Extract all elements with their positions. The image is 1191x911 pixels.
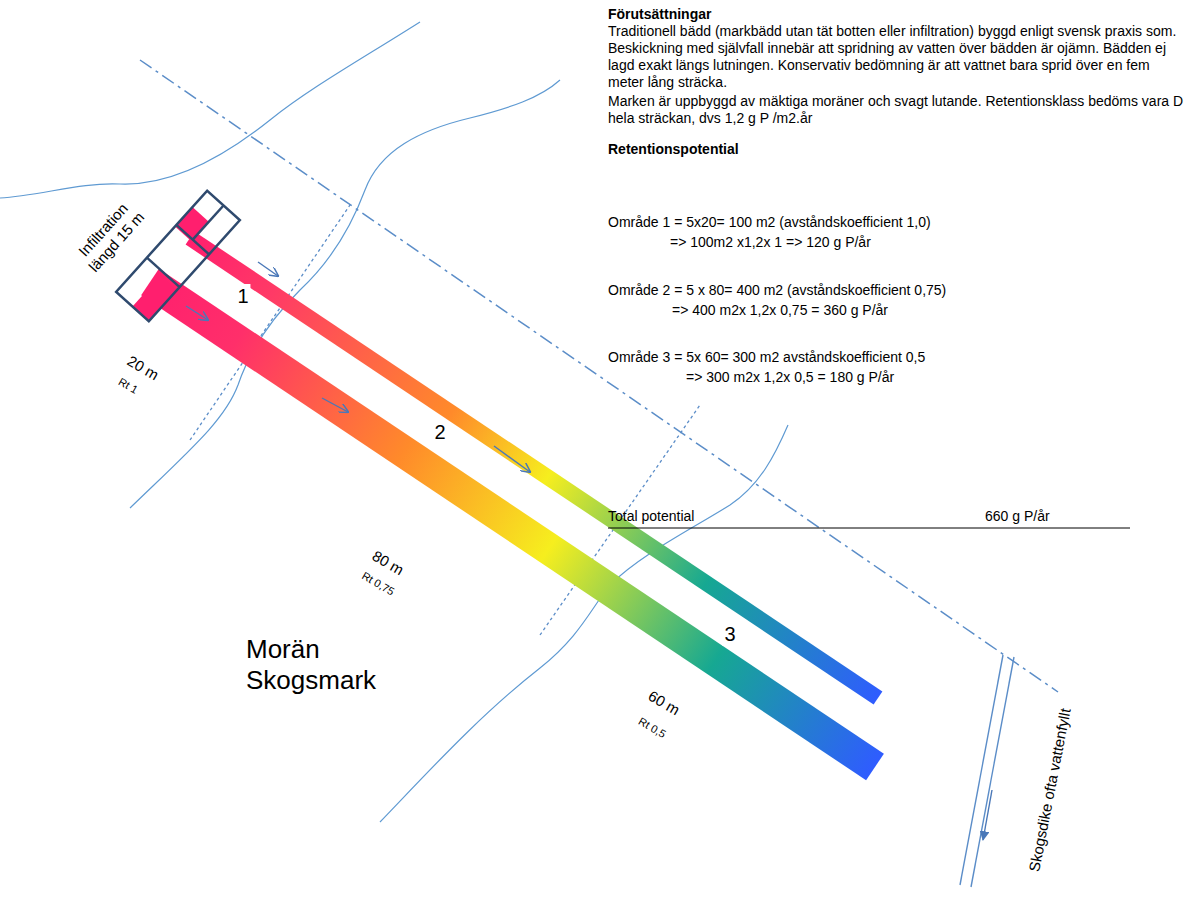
region-label: Morän Skogsmark: [246, 634, 396, 696]
sum-line: [608, 528, 1130, 529]
calc-line: => 100m2 x1,2x 1 => 120 g P/år: [670, 234, 871, 251]
flow-arrow: [258, 262, 278, 276]
retention-coefficient: Rt 1: [114, 374, 142, 398]
flow-arrow: [186, 306, 208, 320]
flow-arrow: [494, 446, 530, 472]
calc-line: => 400 m2x 1,2x 0,75 = 360 g P/år: [672, 302, 888, 319]
heading: Retentionspotential: [608, 141, 1186, 158]
spreading-band: [141, 269, 884, 781]
area-number: 1: [235, 284, 250, 308]
area-number: 3: [722, 622, 737, 646]
ditch-line: [971, 657, 1014, 887]
ditch-flow-arrow: [983, 790, 992, 840]
bed-fill: [175, 207, 209, 241]
flow-arrows: [186, 262, 530, 472]
calc-line: => 300 m2x 1,2x 0,5 = 180 g P/år: [686, 369, 894, 386]
calc-line: Område 1 = 5x20= 100 m2 (avståndskoeffic…: [608, 214, 931, 231]
dimension: 60 m: [643, 686, 684, 720]
bed-label: Infiltration längd 15 m: [65, 188, 156, 283]
flow-arrow: [322, 398, 348, 412]
ditch-label: Skogsdike ofta vattenfyllt: [1025, 705, 1075, 875]
note-text: Traditionell bädd (markbädd utan tät bot…: [608, 23, 1186, 91]
retention-coefficient: Rt 0,5: [634, 714, 669, 742]
heading: Förutsättningar: [608, 6, 1186, 23]
contour-line: [0, 22, 420, 198]
area-number: 2: [432, 420, 447, 444]
bed-divider: [147, 258, 180, 287]
bed-divider: [193, 205, 224, 239]
calc-line: Område 2 = 5 x 80= 400 m2 (avståndskoeff…: [608, 282, 946, 299]
total-value: 660 g P/år: [985, 508, 1050, 525]
total-label: Total potential: [608, 508, 694, 525]
ditch-line: [960, 655, 1003, 885]
note-text: Marken är uppbyggd av mäktiga moräner oc…: [608, 93, 1186, 127]
bed-divider: [176, 225, 209, 254]
text-column: FörutsättningarTraditionell bädd (markbä…: [608, 6, 1186, 158]
calc-line: Område 3 = 5x 60= 300 m2 avståndskoeffic…: [608, 349, 925, 366]
